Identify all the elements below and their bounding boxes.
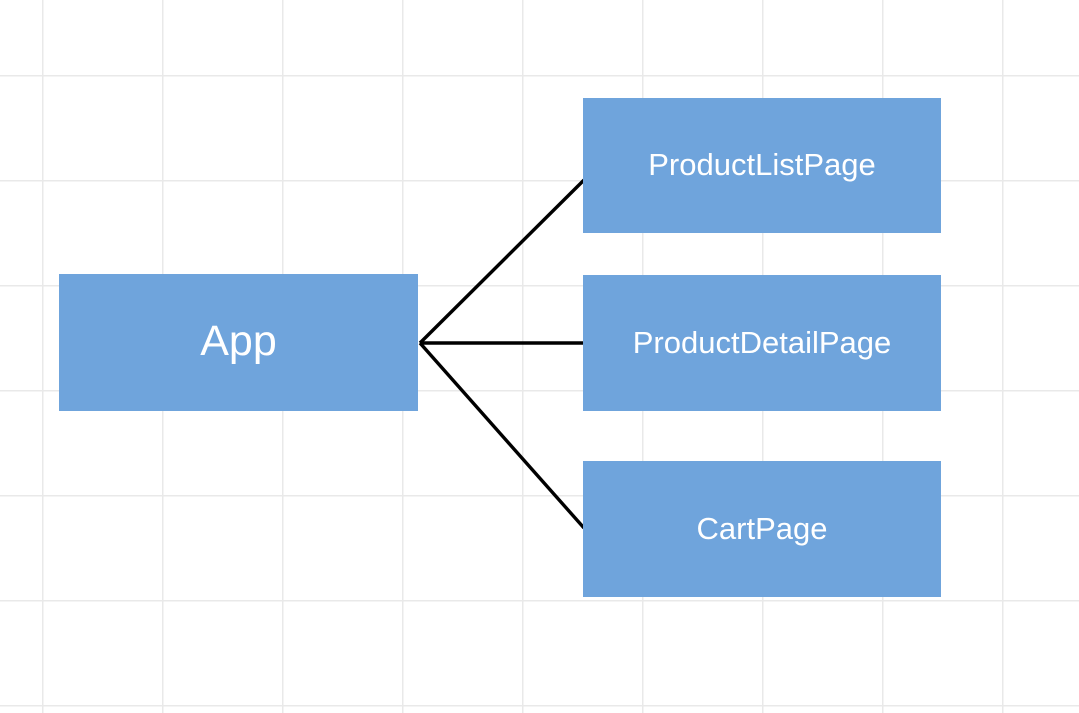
edge-app-to-cart-page[interactable] [418,341,586,530]
node-app-label: App [200,317,277,365]
node-product-detail-page-label: ProductDetailPage [632,324,892,360]
node-app[interactable]: App [59,274,418,411]
node-product-detail-page[interactable]: ProductDetailPage [583,275,941,411]
node-product-list-page-label: ProductListPage [648,147,876,182]
node-cart-page[interactable]: CartPage [583,461,941,597]
node-product-list-page[interactable]: ProductListPage [583,98,941,233]
edge-app-to-product-list-page[interactable] [418,178,586,345]
node-cart-page-label: CartPage [696,510,828,546]
